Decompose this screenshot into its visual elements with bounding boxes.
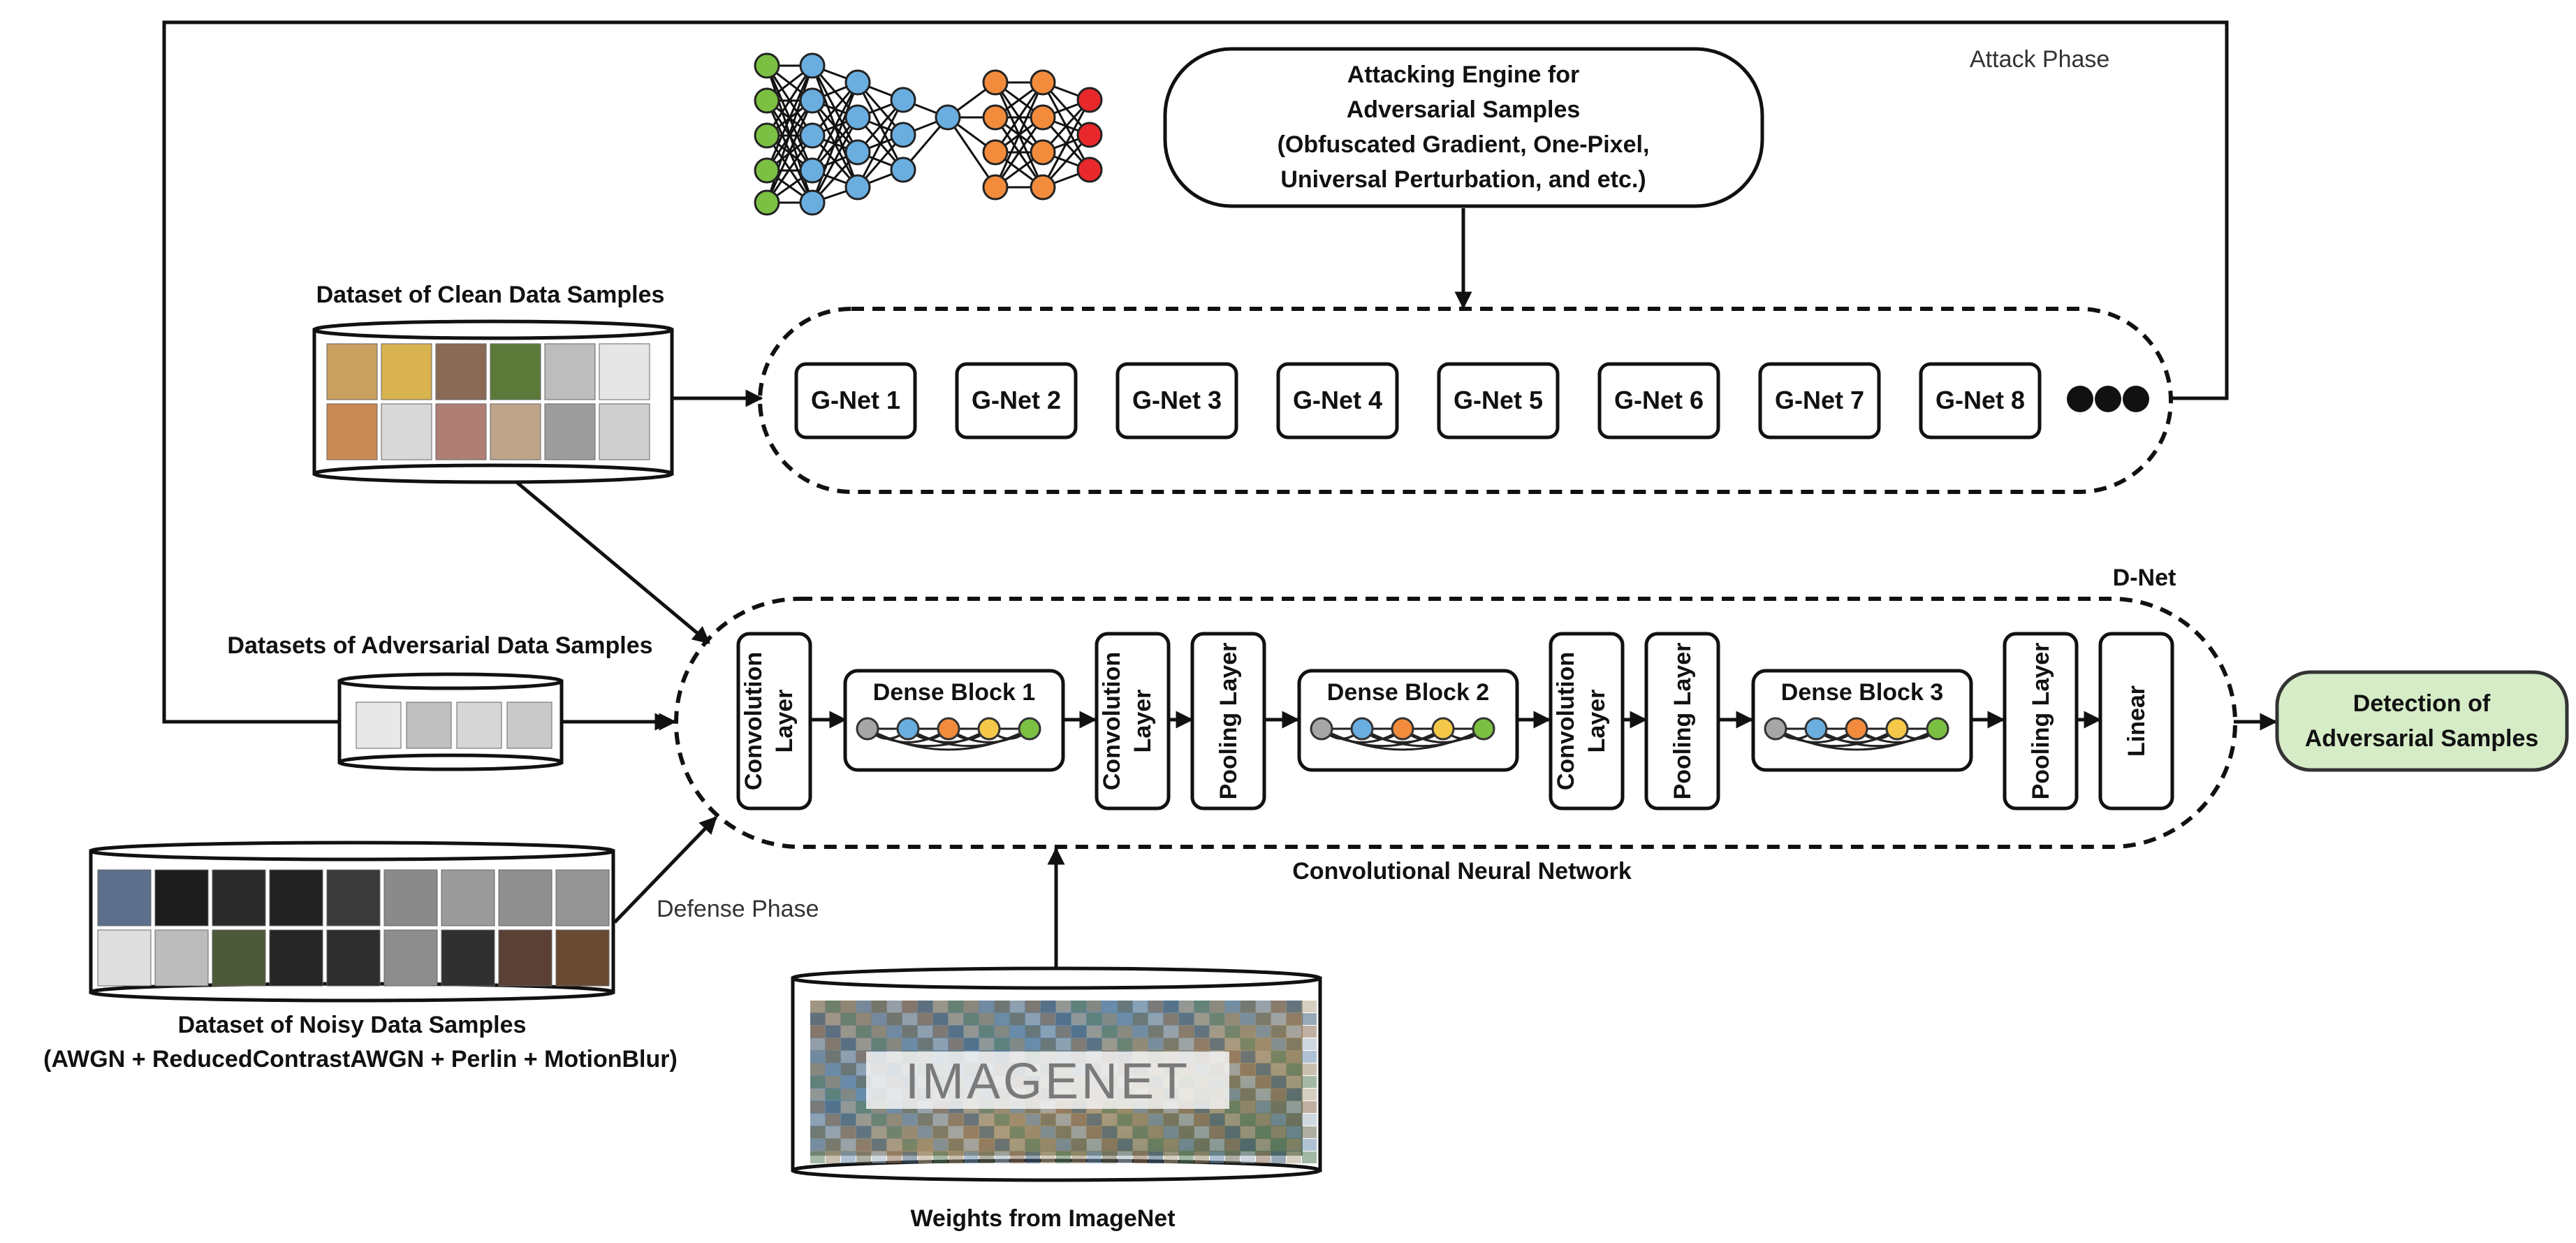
more-ellipsis-icon xyxy=(2067,386,2149,412)
gnet-label-4: G-Net 4 xyxy=(1293,386,1382,414)
pool-layer-1: Pooling Layer xyxy=(1190,632,1266,811)
attack-engine-line-2: Adversarial Samples xyxy=(1347,96,1581,123)
gnet-box-2: G-Net 2 xyxy=(955,362,1078,439)
gnet-box-8: G-Net 8 xyxy=(1919,362,2042,439)
imagenet-logo: IMAGENET xyxy=(905,1054,1190,1110)
noisy-dataset-title: Dataset of Noisy Data Samples xyxy=(178,1012,527,1038)
gnet-box-4: G-Net 4 xyxy=(1276,362,1399,439)
pool-layer-3: Pooling Layer xyxy=(2003,632,2079,811)
pool-label: Pooling Layer xyxy=(1669,643,1696,800)
gnet-label-5: G-Net 5 xyxy=(1454,386,1543,414)
clean-to-dnet-arrow xyxy=(508,475,710,644)
attack-loop-wire xyxy=(162,20,2229,731)
conv-label-line-2: Layer xyxy=(1129,690,1156,753)
detection-output-line-1: Detection of xyxy=(2353,690,2491,717)
gnet-box-3: G-Net 3 xyxy=(1115,362,1238,439)
gnet-group: G-Net 1 G-Net 2 G-Net 3 G-Net 4 G-Net 5 G-Net… xyxy=(794,362,2042,439)
gnet-label-1: G-Net 1 xyxy=(811,386,900,414)
pool-label: Pooling Layer xyxy=(2028,643,2054,800)
dense-block-1: Dense Block 1 xyxy=(843,669,1065,772)
clean-dataset-title: Dataset of Clean Data Samples xyxy=(316,282,665,308)
attack-phase-label: Attack Phase xyxy=(1970,46,2109,73)
dense-block-label-1: Dense Block 1 xyxy=(873,679,1035,706)
conv-label-line-2: Layer xyxy=(771,690,798,753)
attack-engine-line-3: (Obfuscated Gradient, One-Pixel, xyxy=(1278,131,1650,158)
gnet-box-1: G-Net 1 xyxy=(794,362,917,439)
linear-label: Linear xyxy=(2123,685,2150,757)
dense-block-2: Dense Block 2 xyxy=(1297,669,1519,772)
gnet-box-7: G-Net 7 xyxy=(1758,362,1881,439)
adversarial-dataset-title: Datasets of Adversarial Data Samples xyxy=(227,632,652,659)
detection-output-box: Detection of Adversarial Samples xyxy=(2275,670,2569,772)
imagenet-caption: Weights from ImageNet xyxy=(910,1205,1175,1232)
gnet-label-6: G-Net 6 xyxy=(1614,386,1704,414)
conv-label-line-1: Convolution xyxy=(1099,652,1125,790)
noisy-to-dnet-arrow xyxy=(613,816,717,924)
linear-layer-1: Linear xyxy=(2098,632,2174,811)
noisy-dataset-cylinder xyxy=(89,841,615,1003)
conv-label-line-1: Convolution xyxy=(1553,652,1579,790)
conv-label-line-1: Convolution xyxy=(740,652,767,790)
attack-engine-line-4: Universal Perturbation, and etc.) xyxy=(1280,166,1646,193)
defense-phase-label: Defense Phase xyxy=(657,896,819,922)
pool-layer-2: Pooling Layer xyxy=(1644,632,1720,811)
attack-engine-line-1: Attacking Engine for xyxy=(1347,61,1579,88)
imagenet-cylinder: IMAGENET xyxy=(791,966,1322,1182)
dnet-title: D-Net xyxy=(2113,565,2176,591)
gnet-container xyxy=(758,307,2173,494)
adversarial-dataset-cylinder xyxy=(337,672,564,771)
gnet-box-6: G-Net 6 xyxy=(1597,362,1720,439)
gnet-box-5: G-Net 5 xyxy=(1437,362,1560,439)
dnet-subtitle: Convolutional Neural Network xyxy=(1292,858,1632,885)
neural-network-icon xyxy=(754,52,1103,216)
gnet-label-8: G-Net 8 xyxy=(1935,386,2025,414)
attack-engine-box: Attacking Engine for Adversarial Samples… xyxy=(1163,47,1764,208)
clean-dataset-cylinder xyxy=(312,319,674,484)
detection-output-line-2: Adversarial Samples xyxy=(2305,725,2539,752)
noisy-dataset-subtitle: (AWGN + ReducedContrastAWGN + Perlin + M… xyxy=(43,1046,678,1073)
gnet-label-3: G-Net 3 xyxy=(1132,386,1222,414)
dnet-container xyxy=(674,597,2237,849)
conv-label-line-2: Layer xyxy=(1583,690,1610,753)
dense-block-3: Dense Block 3 xyxy=(1751,669,1973,772)
gnet-label-7: G-Net 7 xyxy=(1775,386,1864,414)
dense-block-label-3: Dense Block 3 xyxy=(1781,679,1943,706)
dense-block-label-2: Dense Block 2 xyxy=(1327,679,1489,706)
gnet-label-2: G-Net 2 xyxy=(972,386,1061,414)
pool-label: Pooling Layer xyxy=(1215,643,1242,800)
